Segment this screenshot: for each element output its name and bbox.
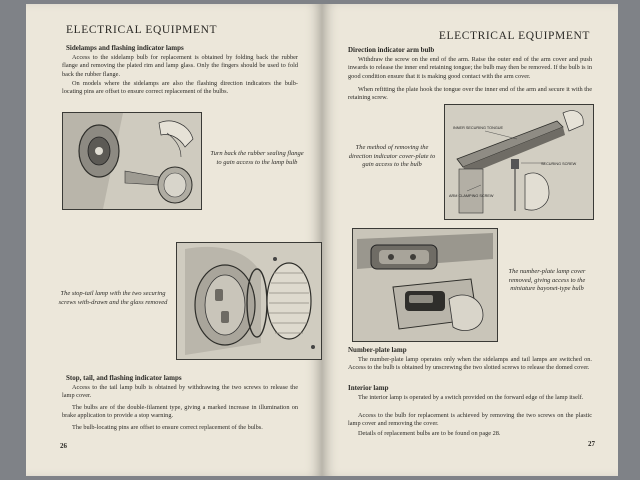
right-page: ELECTRICAL EQUIPMENT Direction indicator… bbox=[322, 4, 618, 476]
arm-bulb-paragraph-2: When refitting the plate hook the tongue… bbox=[348, 86, 592, 102]
sidelamps-paragraph-2: On models where the sidelamps are also t… bbox=[62, 80, 298, 96]
number-plate-title: Number-plate lamp bbox=[348, 346, 407, 354]
sidelamps-paragraph-1: Access to the sidelamp bulb for replacem… bbox=[62, 54, 298, 78]
left-page-header: ELECTRICAL EQUIPMENT bbox=[66, 24, 218, 36]
left-page-number: 26 bbox=[60, 442, 67, 450]
left-page: ELECTRICAL EQUIPMENT Sidelamps and flash… bbox=[26, 4, 322, 476]
interior-lamp-paragraph-1: The interior lamp is operated by a switc… bbox=[358, 394, 584, 401]
booklet-spread: ELECTRICAL EQUIPMENT Sidelamps and flash… bbox=[26, 4, 618, 476]
stop-tail-figure-caption: The stop-tail lamp with the two securing… bbox=[58, 290, 168, 306]
interior-lamp-paragraph-3: Details of replacement bulbs are to be f… bbox=[358, 430, 501, 437]
stop-tail-paragraph-3: The bulb-locating pins are offset to ens… bbox=[72, 424, 263, 431]
stop-tail-paragraph-1: Access to the tail lamp bulb is obtained… bbox=[62, 384, 298, 400]
indicator-figure-caption: The method of removing the direction ind… bbox=[348, 144, 436, 169]
securing-screw-label: SECURING SCREW bbox=[541, 162, 577, 166]
sidelamp-figure-caption: Turn back the rubber sealing flange to g… bbox=[210, 150, 304, 166]
arm-bulb-paragraph-1: Withdraw the screw on the end of the arm… bbox=[348, 56, 592, 80]
interior-lamp-paragraph-2: Access to the bulb for replacement is ac… bbox=[348, 412, 592, 428]
stop-tail-lamp-illustration bbox=[176, 242, 322, 360]
sidelamps-title: Sidelamps and flashing indicator lamps bbox=[66, 44, 184, 52]
number-plate-paragraph: The number-plate lamp operates only when… bbox=[348, 356, 592, 372]
interior-lamp-title: Interior lamp bbox=[348, 384, 389, 392]
sidelamp-illustration bbox=[62, 112, 202, 210]
arm-bulb-title: Direction indicator arm bulb bbox=[348, 46, 435, 54]
stop-tail-title: Stop, tail, and flashing indicator lamps bbox=[66, 374, 182, 382]
arm-clamping-screw-label: ARM CLAMPING SCREW bbox=[449, 194, 494, 198]
right-page-number: 27 bbox=[588, 440, 595, 448]
stop-tail-paragraph-2: The bulbs are of the double-filament typ… bbox=[62, 404, 298, 420]
direction-indicator-illustration: INNER SECURING TONGUE SECURING SCREW ARM… bbox=[444, 104, 594, 220]
inner-tongue-label: INNER SECURING TONGUE bbox=[453, 126, 504, 130]
right-page-header: ELECTRICAL EQUIPMENT bbox=[438, 30, 590, 42]
number-plate-lamp-illustration bbox=[352, 228, 498, 342]
number-plate-figure-caption: The number-plate lamp cover removed, giv… bbox=[508, 268, 586, 293]
